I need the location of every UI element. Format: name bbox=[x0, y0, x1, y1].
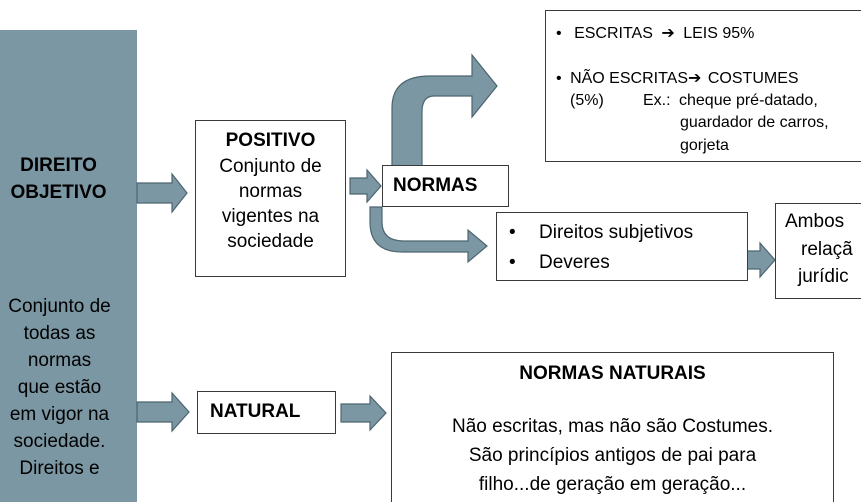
normas-label: NORMAS bbox=[393, 175, 478, 196]
normas-naturais-body: Não escritas, mas não são Costumes. São … bbox=[451, 416, 774, 495]
nao-escritas-label: NÃO ESCRITAS bbox=[570, 70, 689, 87]
positivo-box: POSITIVO Conjunto de normas vigentes na … bbox=[195, 120, 346, 277]
ex-line-1: cheque pré-datado, bbox=[679, 92, 818, 109]
ex-line-2: guardador de carros, bbox=[680, 114, 829, 131]
ambos-line-2: relaçã bbox=[801, 239, 853, 260]
ex-line-3: gorjeta bbox=[680, 137, 729, 154]
natural-label: NATURAL bbox=[210, 401, 301, 422]
normas-box: NORMAS bbox=[382, 165, 509, 207]
arrow-to-normas-naturais bbox=[340, 394, 387, 432]
escritas-line-1: • ESCRITAS ➔ LEIS 95% bbox=[556, 23, 754, 43]
bullet-2: • bbox=[556, 70, 562, 87]
pct-label: (5%) bbox=[570, 92, 604, 109]
ambos-line-1: Ambos bbox=[785, 211, 845, 232]
left-panel bbox=[0, 30, 137, 502]
ambos-box: Ambos relaçã jurídic bbox=[775, 203, 861, 299]
escritas-label: ESCRITAS bbox=[574, 25, 653, 42]
left-panel-title: DIREITO OBJETIVO bbox=[10, 155, 107, 203]
leis-label: LEIS 95% bbox=[683, 25, 755, 42]
list-item: • Deveres bbox=[499, 248, 693, 278]
ambos-line-3: jurídic bbox=[798, 266, 849, 287]
arrow-to-positivo bbox=[136, 172, 188, 214]
costumes-label: COSTUMES bbox=[707, 70, 799, 87]
list-item-label: Direitos subjetivos bbox=[539, 222, 694, 243]
list-item: • Direitos subjetivos bbox=[499, 218, 693, 248]
curved-arrow-up bbox=[391, 53, 498, 168]
bullet-1: • bbox=[556, 25, 562, 42]
bullet: • bbox=[509, 222, 516, 243]
normas-naturais-box: NORMAS NATURAIS Não escritas, mas não sã… bbox=[391, 352, 834, 502]
list-item-label: Deveres bbox=[539, 252, 610, 273]
ex-label: Ex.: bbox=[643, 92, 671, 109]
arrow-glyph-2: ➔ bbox=[688, 70, 702, 87]
bent-arrow-down bbox=[369, 206, 488, 264]
direitos-box: • Direitos subjetivos • Deveres bbox=[496, 212, 748, 281]
natural-box: NATURAL bbox=[197, 391, 336, 434]
positivo-text: Conjunto de normas vigentes na sociedade bbox=[219, 156, 322, 252]
positivo-title: POSITIVO bbox=[225, 130, 316, 151]
arrow-glyph-1: ➔ bbox=[661, 25, 675, 42]
escritas-line-2: • NÃO ESCRITAS➔ COSTUMES bbox=[556, 68, 799, 88]
escritas-box: • ESCRITAS ➔ LEIS 95% • NÃO ESCRITAS➔ CO… bbox=[545, 10, 861, 162]
arrow-to-natural bbox=[136, 391, 190, 433]
arrow-to-ambos bbox=[744, 241, 776, 279]
bullet: • bbox=[509, 252, 516, 273]
arrow-to-normas bbox=[349, 168, 382, 204]
normas-naturais-title: NORMAS NATURAIS bbox=[519, 363, 706, 384]
left-panel-description: Conjunto de todas as normas que estão em… bbox=[8, 296, 111, 479]
